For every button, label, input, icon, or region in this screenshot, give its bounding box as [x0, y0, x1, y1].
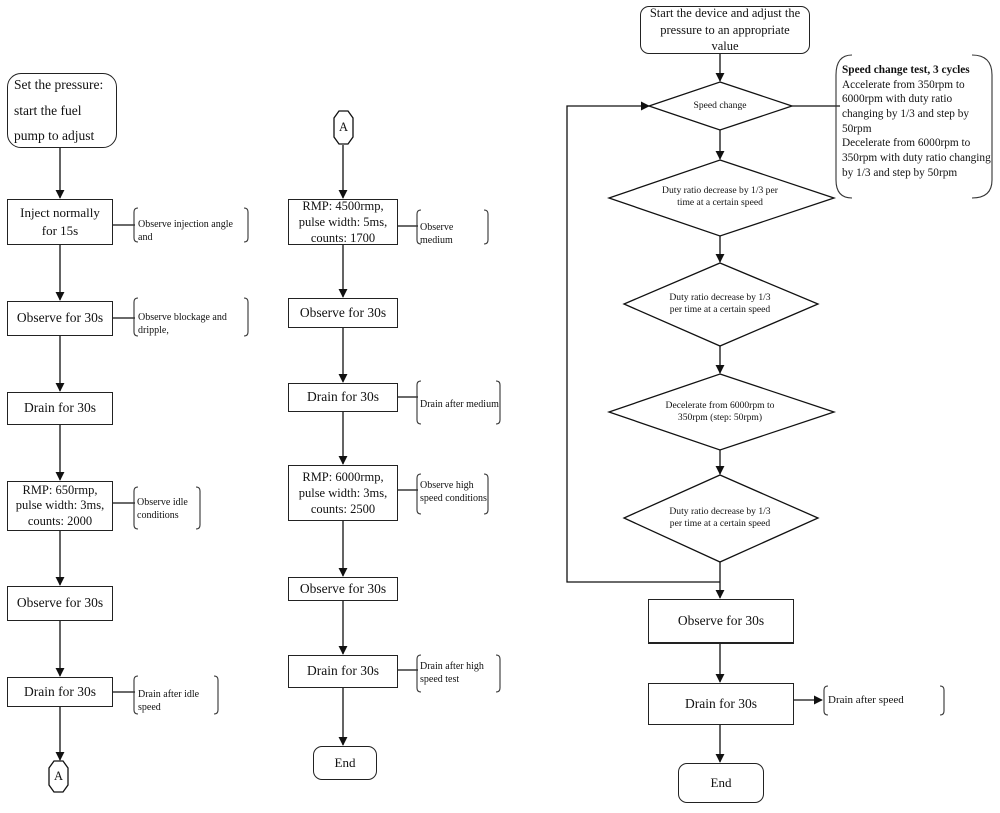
duty-ratio-diamond-3 — [622, 474, 820, 563]
info-title: Speed change test, 3 cycles — [842, 64, 970, 76]
speed-change-diamond — [646, 81, 795, 131]
note-injection: Observe injection angle and — [138, 219, 233, 243]
note-drain-medium: Drain after medium — [420, 399, 499, 410]
right-end-terminal: End — [678, 763, 764, 803]
inject-box: Inject normally for 15s — [7, 199, 113, 245]
decelerate-diamond — [606, 373, 837, 451]
duty-ratio-label-3: Duty ratio decrease by 1/3 per time at a… — [669, 505, 771, 529]
note-drain-idle: Drain after idle speed — [138, 689, 200, 713]
left-drain-box-2: Drain for 30s — [7, 677, 113, 707]
mid-drain-box-2: Drain for 30s — [288, 655, 398, 688]
decelerate-label: Decelerate from 6000rpm to 350rpm (step:… — [665, 399, 775, 423]
left-observe-box-2: Observe for 30s — [7, 586, 113, 621]
rmp-6000-box: RMP: 6000rmp, pulse width: 3ms, counts: … — [288, 465, 398, 521]
connector-a-out-shape — [48, 760, 69, 793]
note-medium: Observe medium — [420, 222, 454, 246]
mid-end-terminal: End — [313, 746, 377, 780]
note-blockage: Observe blockage and dripple, — [138, 312, 227, 336]
connector-a-in-shape — [333, 110, 354, 145]
connector-a-in: A — [338, 120, 349, 134]
connector-a-out: A — [53, 769, 64, 783]
mid-observe-box-2: Observe for 30s — [288, 577, 398, 601]
info-accelerate: Accelerate from 350rpm to 6000rpm with d… — [842, 78, 970, 135]
info-decelerate: Decelerate from 6000rpm to 350rpm with d… — [842, 137, 991, 179]
rmp-650-box: RMP: 650rmp, pulse width: 3ms, counts: 2… — [7, 481, 113, 531]
duty-ratio-label-1: Duty ratio decrease by 1/3 per time at a… — [662, 184, 778, 208]
duty-ratio-diamond-2 — [622, 262, 820, 347]
duty-ratio-diamond-1 — [606, 159, 837, 237]
rmp-4500-box: RMP: 4500rmp, pulse width: 5ms, counts: … — [288, 199, 398, 245]
note-high-speed: Observe high speed conditions — [420, 480, 487, 504]
speed-change-info: Speed change test, 3 cycles Accelerate f… — [842, 63, 992, 180]
mid-observe-box: Observe for 30s — [288, 298, 398, 328]
speed-change-label: Speed change — [693, 99, 747, 111]
right-observe-box: Observe for 30s — [648, 599, 794, 644]
note-idle: Observe idle conditions — [137, 497, 188, 521]
duty-ratio-label-2: Duty ratio decrease by 1/3 per time at a… — [669, 291, 771, 315]
note-drain-high: Drain after high speed test — [420, 661, 484, 685]
right-start-box: Start the device and adjust the pressure… — [640, 6, 810, 54]
left-observe-box-1: Observe for 30s — [7, 301, 113, 336]
mid-drain-box-1: Drain for 30s — [288, 383, 398, 412]
right-drain-box: Drain for 30s — [648, 683, 794, 725]
left-start-box: Set the pressure: start the fuel pump to… — [7, 73, 117, 148]
left-drain-box-1: Drain for 30s — [7, 392, 113, 425]
loop-back-arrow — [566, 101, 720, 583]
note-drain-speed: Drain after speed — [828, 694, 904, 706]
info-bracket — [835, 54, 853, 199]
